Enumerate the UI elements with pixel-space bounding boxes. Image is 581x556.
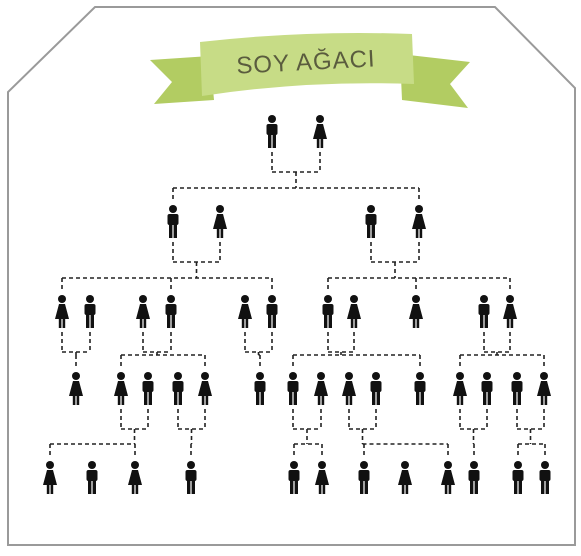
person-male-icon: [370, 372, 382, 405]
person-male-icon: [358, 461, 370, 494]
person-male-icon: [287, 372, 299, 405]
person-female-icon: [441, 461, 455, 494]
person-female-icon: [136, 295, 150, 328]
person-female-icon: [503, 295, 517, 328]
person-male-icon: [365, 205, 377, 238]
person-female-icon: [314, 372, 328, 405]
person-male-icon: [266, 295, 278, 328]
person-male-icon: [481, 372, 493, 405]
person-male-icon: [478, 295, 490, 328]
person-female-icon: [313, 115, 327, 148]
person-male-icon: [288, 461, 300, 494]
person-female-icon: [412, 205, 426, 238]
person-female-icon: [55, 295, 69, 328]
person-male-icon: [86, 461, 98, 494]
banner-body: [200, 33, 414, 96]
person-male-icon: [511, 372, 523, 405]
banner-tail-right: [400, 54, 470, 108]
person-male-icon: [185, 461, 197, 494]
person-male-icon: [414, 372, 426, 405]
person-female-icon: [114, 372, 128, 405]
person-male-icon: [167, 205, 179, 238]
person-female-icon: [128, 461, 142, 494]
person-male-icon: [254, 372, 266, 405]
person-female-icon: [347, 295, 361, 328]
person-female-icon: [409, 295, 423, 328]
people-figures: [43, 115, 551, 494]
person-male-icon: [84, 295, 96, 328]
person-male-icon: [266, 115, 278, 148]
banner-tail-left: [150, 56, 214, 104]
person-male-icon: [142, 372, 154, 405]
person-female-icon: [213, 205, 227, 238]
person-female-icon: [342, 372, 356, 405]
person-female-icon: [537, 372, 551, 405]
person-female-icon: [238, 295, 252, 328]
person-female-icon: [198, 372, 212, 405]
person-female-icon: [398, 461, 412, 494]
person-male-icon: [172, 372, 184, 405]
person-male-icon: [512, 461, 524, 494]
person-male-icon: [165, 295, 177, 328]
card-frame: [7, 6, 576, 546]
person-male-icon: [539, 461, 551, 494]
person-male-icon: [322, 295, 334, 328]
tree-connectors: [49, 152, 546, 458]
person-female-icon: [315, 461, 329, 494]
person-female-icon: [453, 372, 467, 405]
title-banner: [150, 33, 470, 108]
person-male-icon: [468, 461, 480, 494]
person-female-icon: [69, 372, 83, 405]
person-female-icon: [43, 461, 57, 494]
